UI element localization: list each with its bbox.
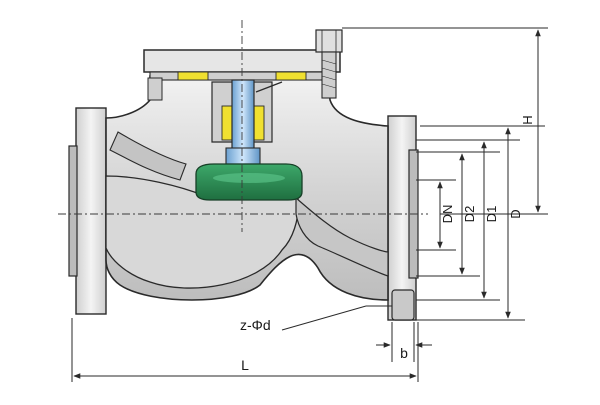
dimension-lines: [71, 27, 548, 382]
label-b: b: [400, 345, 408, 361]
cover-bolt-left: [147, 77, 163, 101]
flow-passage: [105, 175, 299, 289]
label-d2: D2: [462, 206, 477, 223]
label-bolt-holes: z-Φd: [240, 317, 271, 333]
left-flange: [75, 107, 107, 315]
cover-gasket-right: [275, 71, 307, 81]
label-d1: D1: [484, 206, 499, 223]
label-d: D: [508, 209, 523, 218]
label-h: H: [520, 115, 535, 124]
left-flange-face: [68, 145, 78, 277]
dimension-labels: DN D2 D1 D H L b z-Φd: [240, 115, 535, 373]
label-dn: DN: [440, 205, 455, 224]
bolt-icon: [315, 29, 343, 99]
flange-stud: [391, 289, 415, 321]
stem-nut: [225, 147, 261, 165]
label-l: L: [241, 357, 249, 373]
seat-rib: [295, 196, 389, 277]
hinge-arm: [255, 81, 283, 93]
center-lines: [58, 20, 428, 232]
inlet-rib: [109, 131, 187, 181]
valve-body: [68, 29, 419, 321]
cover-gasket-left: [177, 71, 209, 81]
bolt-holes-leader: [281, 305, 367, 331]
disc-hub: [213, 173, 285, 183]
